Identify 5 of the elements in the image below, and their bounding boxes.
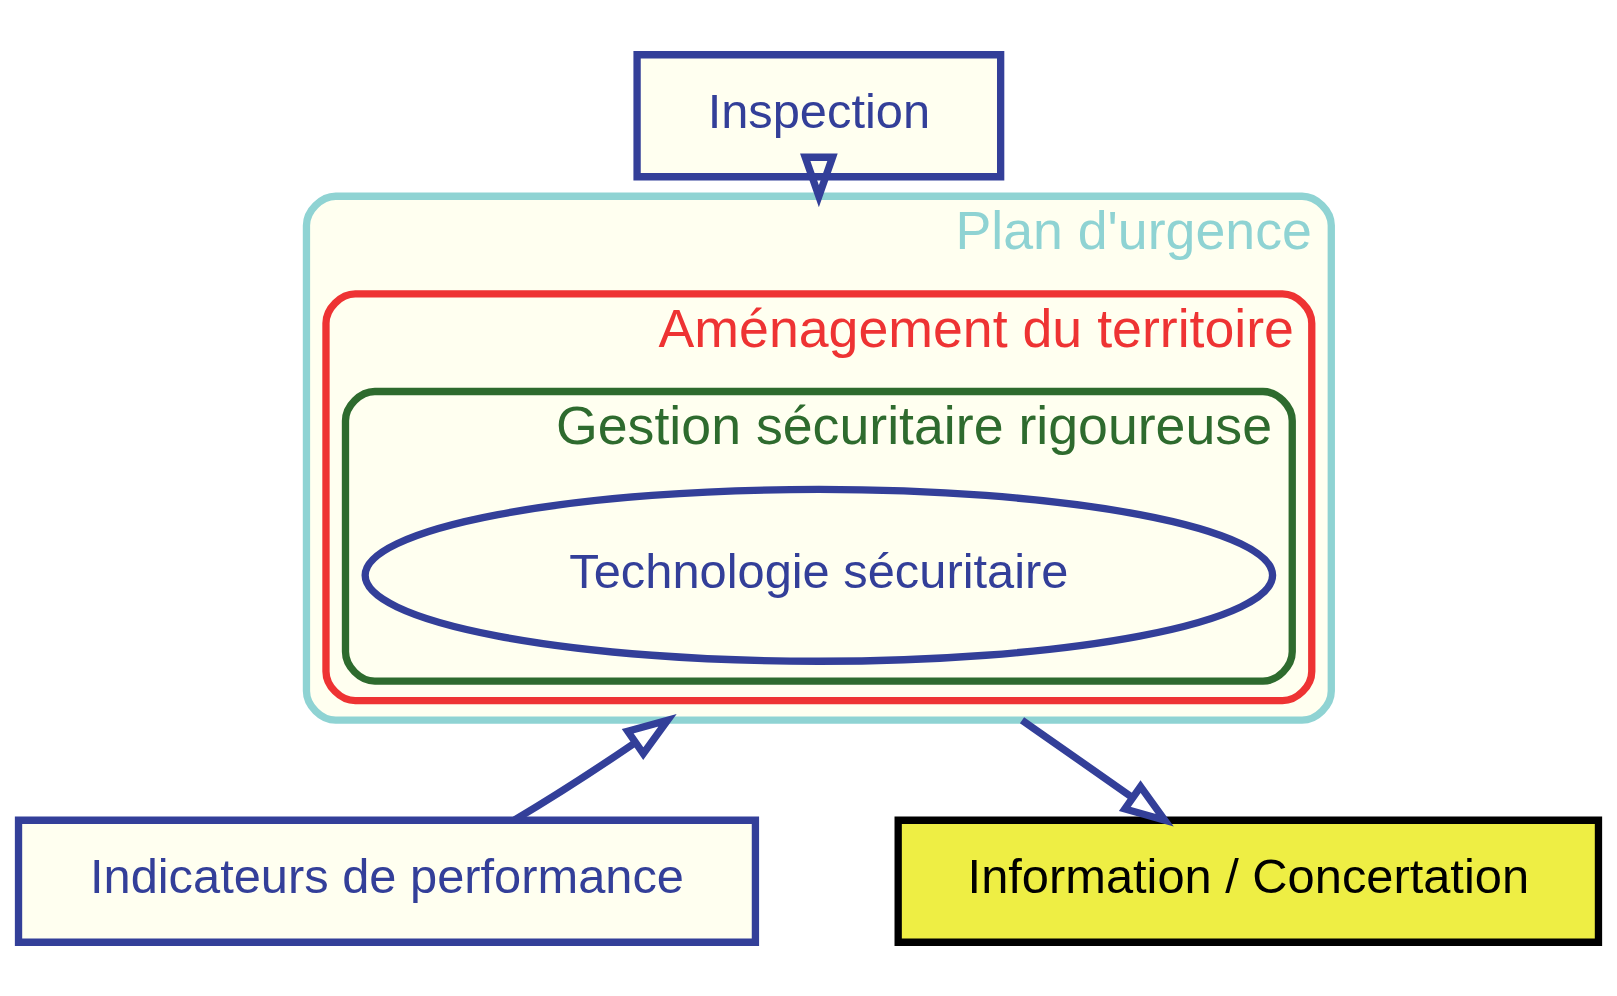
node-box: Information / Concertation — [894, 816, 1603, 946]
arrow — [1019, 716, 1174, 827]
node-box: Indicateurs de performance — [14, 816, 760, 946]
node-ellipse: Technologie sécuritaire — [361, 485, 1277, 665]
arrow — [800, 153, 838, 207]
